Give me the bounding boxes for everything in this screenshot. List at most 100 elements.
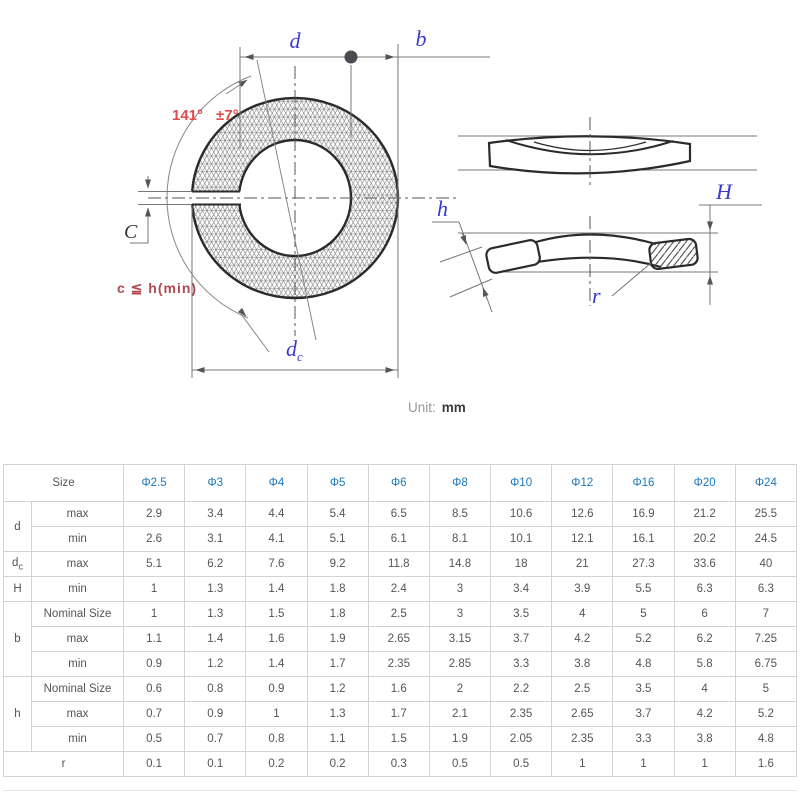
table-cell: 4.2 xyxy=(551,626,614,652)
table-cell: 3.4 xyxy=(184,501,247,527)
table-cell: 0.5 xyxy=(490,751,553,777)
table-cell: 3.8 xyxy=(551,651,614,677)
table-cell: 2.65 xyxy=(367,626,430,652)
table-cell: 21 xyxy=(551,551,614,577)
table-cell: 2.5 xyxy=(551,676,614,702)
table-cell: 3.15 xyxy=(428,626,492,652)
column-header-phi6: Φ6 xyxy=(367,464,430,502)
row-sub-label: max xyxy=(31,701,124,727)
table-cell: 0.1 xyxy=(122,751,186,777)
table-cell: 1.3 xyxy=(184,576,247,602)
table-cell: 3 xyxy=(428,576,492,602)
table-cell: 0.5 xyxy=(122,726,186,752)
table-cell: 7.25 xyxy=(734,626,798,652)
dim-label-H: H xyxy=(715,179,733,204)
table-cell: 2.2 xyxy=(490,676,553,702)
dim-label-h: h xyxy=(437,196,448,221)
table-cell: 5.5 xyxy=(612,576,675,602)
table-cell: 2.6 xyxy=(122,526,186,552)
gap-label-C: C xyxy=(124,221,138,243)
table-cell: 1 xyxy=(122,576,186,602)
table-cell: 3.8 xyxy=(673,726,736,752)
table-cell: 2.05 xyxy=(490,726,553,752)
table-cell: 7 xyxy=(734,601,798,627)
table-cell: 14.8 xyxy=(428,551,492,577)
table-cell: 24.5 xyxy=(734,526,798,552)
dim-label-b: b xyxy=(416,26,427,51)
table-cell: 12.1 xyxy=(551,526,614,552)
column-header-phi16: Φ16 xyxy=(612,464,675,502)
table-cell: 10.6 xyxy=(490,501,553,527)
table-cell: 7.6 xyxy=(245,551,308,577)
table-cell: 1.8 xyxy=(306,576,369,602)
size-header-cell: Size xyxy=(3,464,124,502)
table-cell: 3.9 xyxy=(551,576,614,602)
dim-label-dc: dc xyxy=(286,336,303,364)
column-header-phi10: Φ10 xyxy=(490,464,553,502)
table-cell: 1.2 xyxy=(184,651,247,677)
table-cell: 5 xyxy=(734,676,798,702)
dim-label-d: d xyxy=(290,28,302,53)
row-group-label: H xyxy=(3,576,32,602)
row-group-label: r xyxy=(3,751,124,777)
table-cell: 1.1 xyxy=(306,726,369,752)
table-cell: 5.2 xyxy=(734,701,798,727)
table-cell: 0.3 xyxy=(367,751,430,777)
column-header-phi2.5: Φ2.5 xyxy=(122,464,186,502)
angle-leader-arrow xyxy=(225,79,248,95)
row-group-label: b xyxy=(3,601,32,677)
table-cell: 2.5 xyxy=(367,601,430,627)
table-cell: 1.8 xyxy=(306,601,369,627)
table-cell: 16.1 xyxy=(612,526,675,552)
table-cell: 5 xyxy=(612,601,675,627)
table-cell: 3.5 xyxy=(490,601,553,627)
table-cell: 40 xyxy=(734,551,798,577)
table-cell: 21.2 xyxy=(673,501,736,527)
table-cell: 2.4 xyxy=(367,576,430,602)
table-cell: 4.1 xyxy=(245,526,308,552)
table-cell: 6.75 xyxy=(734,651,798,677)
table-cell: 1.6 xyxy=(734,751,798,777)
row-group-label: d xyxy=(3,501,32,552)
row-sub-label: min xyxy=(31,726,124,752)
table-cell: 3.5 xyxy=(612,676,675,702)
table-cell: 6.3 xyxy=(673,576,736,602)
page-bottom-divider xyxy=(3,790,797,791)
table-cell: 1.7 xyxy=(367,701,430,727)
table-cell: 6.3 xyxy=(734,576,798,602)
table-cell: 5.4 xyxy=(306,501,369,527)
spring-washer-drawing: d b dc C 141°±7° c ≦ h(min) xyxy=(117,26,762,415)
table-cell: 4.8 xyxy=(734,726,798,752)
table-cell: 1 xyxy=(245,701,308,727)
table-cell: 3.7 xyxy=(612,701,675,727)
table-cell: 1 xyxy=(612,751,675,777)
row-group-label: dc xyxy=(3,551,32,577)
table-cell: 3.3 xyxy=(612,726,675,752)
column-header-phi12: Φ12 xyxy=(551,464,614,502)
table-cell: 1.9 xyxy=(428,726,492,752)
table-cell: 16.9 xyxy=(612,501,675,527)
dimension-dot xyxy=(344,50,358,64)
table-cell: 3.3 xyxy=(490,651,553,677)
row-sub-label: min xyxy=(31,651,124,677)
angle-leg-line xyxy=(256,59,317,341)
section-end-open xyxy=(485,239,541,274)
row-sub-label: max xyxy=(31,626,124,652)
front-view: d b dc C 141°±7° c ≦ h(min) xyxy=(117,26,490,378)
table-cell: 0.8 xyxy=(245,726,308,752)
table-cell: 12.6 xyxy=(551,501,614,527)
table-cell: 2.35 xyxy=(551,726,614,752)
table-cell: 33.6 xyxy=(673,551,736,577)
table-cell: 6.2 xyxy=(184,551,247,577)
table-cell: 1.1 xyxy=(122,626,186,652)
section-top-edge xyxy=(535,233,657,246)
side-view-plain xyxy=(458,117,757,187)
table-cell: 5.1 xyxy=(306,526,369,552)
table-cell: 6 xyxy=(673,601,736,627)
